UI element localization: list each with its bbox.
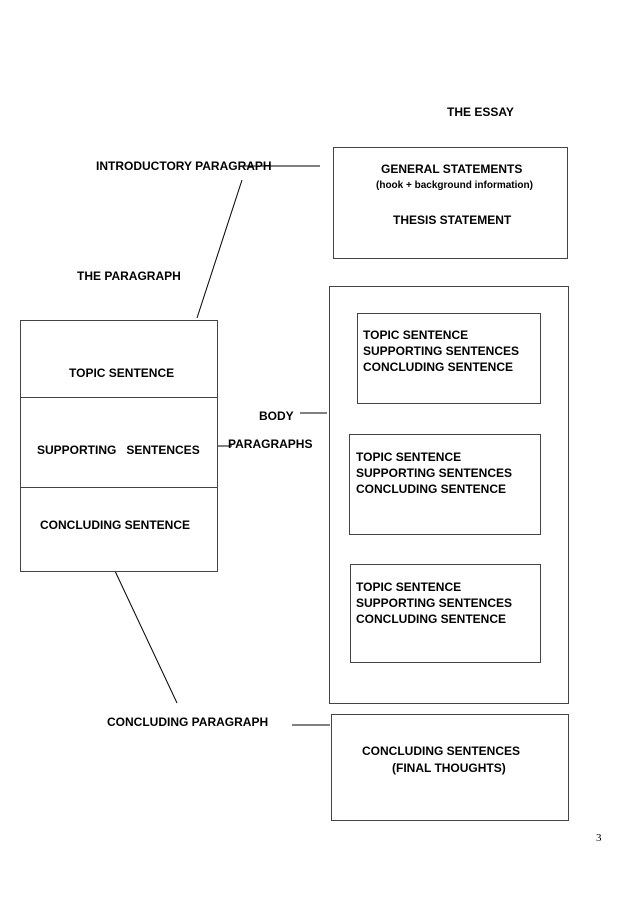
concluding-paragraph-label: CONCLUDING PARAGRAPH xyxy=(107,715,269,729)
body-paragraph-2: TOPIC SENTENCE SUPPORTING SENTENCES CONC… xyxy=(349,434,541,535)
paragraphs-label: PARAGRAPHS xyxy=(228,437,313,451)
body2-concluding: CONCLUDING SENTENCE xyxy=(356,482,507,496)
body1-supporting: SUPPORTING SENTENCES xyxy=(363,344,520,358)
paragraph-topic-sentence: TOPIC SENTENCE xyxy=(69,366,175,380)
body1-topic: TOPIC SENTENCE xyxy=(363,328,469,342)
paragraph-divider-1 xyxy=(21,397,217,398)
general-statements-text: GENERAL STATEMENTS xyxy=(381,162,523,176)
paragraph-to-conclusion-diagonal xyxy=(114,570,178,704)
introductory-paragraph-label: INTRODUCTORY PARAGRAPH xyxy=(96,159,272,173)
thesis-statement-text: THESIS STATEMENT xyxy=(393,213,512,227)
body-paragraph-1: TOPIC SENTENCE SUPPORTING SENTENCES CONC… xyxy=(357,313,541,404)
concluding-paragraph-box: CONCLUDING SENTENCES (FINAL THOUGHTS) xyxy=(331,714,569,821)
paragraph-box: TOPIC SENTENCE SUPPORTING SENTENCES CONC… xyxy=(20,320,218,572)
paragraph-concluding-sentence: CONCLUDING SENTENCE xyxy=(40,518,191,532)
final-thoughts-text: (FINAL THOUGHTS) xyxy=(392,761,506,775)
body2-supporting: SUPPORTING SENTENCES xyxy=(356,466,513,480)
paragraph-divider-2 xyxy=(21,487,217,488)
body3-concluding: CONCLUDING SENTENCE xyxy=(356,612,507,626)
body-label: BODY xyxy=(259,409,294,423)
intro-to-paragraph-diagonal xyxy=(196,179,243,319)
body2-topic: TOPIC SENTENCE xyxy=(356,450,462,464)
paragraph-title: THE PARAGRAPH xyxy=(77,269,181,283)
page-number: 3 xyxy=(596,832,602,844)
introductory-paragraph-box: GENERAL STATEMENTS (hook + background in… xyxy=(333,147,568,259)
body3-topic: TOPIC SENTENCE xyxy=(356,580,462,594)
body3-supporting: SUPPORTING SENTENCES xyxy=(356,596,513,610)
paragraph-supporting-sentences: SUPPORTING SENTENCES xyxy=(37,443,200,457)
concluding-sentences-text: CONCLUDING SENTENCES xyxy=(362,744,521,758)
body-paragraphs-box xyxy=(329,286,569,704)
body-paragraph-3: TOPIC SENTENCE SUPPORTING SENTENCES CONC… xyxy=(350,564,541,663)
essay-title: THE ESSAY xyxy=(447,105,514,119)
hook-note-text: (hook + background information) xyxy=(376,180,533,191)
body1-concluding: CONCLUDING SENTENCE xyxy=(363,360,514,374)
